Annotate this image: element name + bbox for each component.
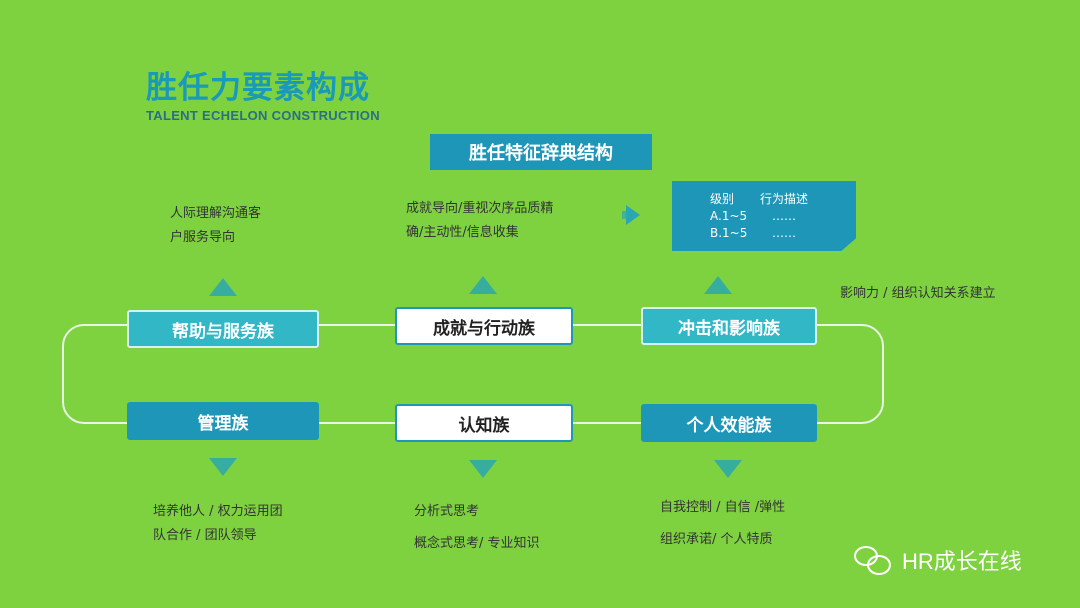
arrow-down-icon — [714, 460, 742, 478]
desc-line: 户服务导向 — [170, 230, 236, 245]
card-row: A.1~5 …… — [710, 208, 856, 225]
level-value: B.1~5 — [710, 226, 748, 240]
watermark: HR成长在线 — [854, 544, 1022, 576]
arrow-up-icon — [209, 278, 237, 296]
level-behavior-card: 级别 行为描述 A.1~5 …… B.1~5 …… — [672, 181, 856, 251]
card-row: B.1~5 …… — [710, 225, 856, 242]
desc-line: 培养他人 / 权力运用团 — [153, 504, 283, 519]
desc-line: 成就导向/重视次序品质精 — [406, 201, 554, 216]
arrow-down-icon — [469, 460, 497, 478]
card-header-row: 级别 行为描述 — [710, 191, 856, 208]
desc-management: 培养他人 / 权力运用团 队合作 / 团队领导 — [153, 500, 283, 548]
behavior-header: 行为描述 — [760, 192, 809, 206]
level-header: 级别 — [710, 192, 735, 206]
arrow-up-icon — [469, 276, 497, 294]
desc-cognition: 分析式思考 概念式思考/ 专业知识 — [414, 496, 540, 560]
desc-impact-influence: 影响力 / 组织认知关系建立 — [840, 282, 996, 306]
desc-achievement-action: 成就导向/重视次序品质精 确/主动性/信息收集 — [406, 197, 553, 245]
desc-line: 影响力 / 组织认知关系建立 — [840, 286, 996, 301]
family-management: 管理族 — [127, 402, 319, 440]
family-cognition: 认知族 — [395, 404, 573, 442]
desc-line: 队合作 / 团队领导 — [153, 528, 257, 543]
dictionary-structure-title: 胜任特征辞典结构 — [430, 134, 652, 170]
arrow-down-icon — [209, 458, 237, 476]
family-impact-influence: 冲击和影响族 — [641, 307, 817, 345]
desc-line: 概念式思考/ 专业知识 — [414, 536, 540, 551]
family-help-service: 帮助与服务族 — [127, 310, 319, 348]
watermark-text: HR成长在线 — [902, 549, 1022, 574]
desc-personal-effectiveness: 自我控制 / 自信 /弹性 组织承诺/ 个人特质 — [660, 492, 785, 556]
desc-line: 确/主动性/信息收集 — [406, 225, 519, 240]
desc-line: 自我控制 / 自信 /弹性 — [660, 500, 786, 515]
family-personal-effectiveness: 个人效能族 — [641, 404, 817, 442]
arrow-up-icon — [704, 276, 732, 294]
arrow-right-icon — [626, 205, 640, 225]
pointer-stem — [622, 211, 628, 219]
desc-line: 人际理解沟通客 — [170, 206, 262, 221]
desc-line: 分析式思考 — [414, 504, 480, 519]
behavior-value: …… — [772, 209, 796, 223]
wechat-icon — [854, 544, 894, 576]
desc-help-service: 人际理解沟通客 户服务导向 — [170, 202, 261, 250]
desc-line: 组织承诺/ 个人特质 — [660, 532, 773, 547]
behavior-value: …… — [772, 226, 796, 240]
family-achievement-action: 成就与行动族 — [395, 307, 573, 345]
page-subtitle: TALENT ECHELON CONSTRUCTION — [146, 108, 380, 123]
page-title: 胜任力要素构成 — [146, 70, 370, 106]
level-value: A.1~5 — [710, 209, 748, 223]
